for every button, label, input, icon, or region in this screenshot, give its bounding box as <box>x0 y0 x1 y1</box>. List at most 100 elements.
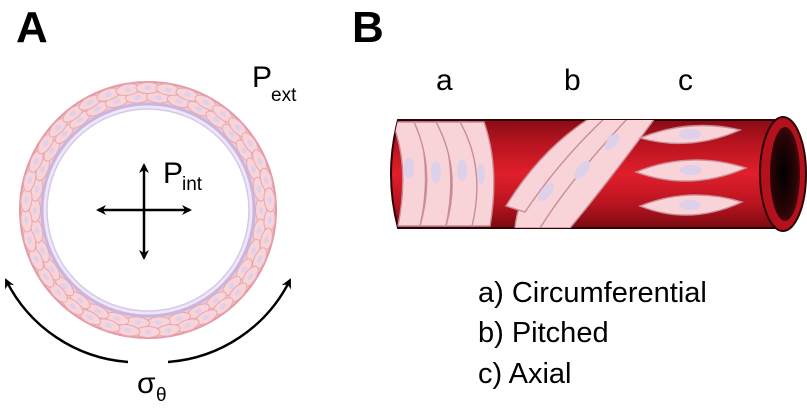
cell-nucleus <box>32 206 38 214</box>
cell-nucleus <box>105 323 112 328</box>
cell-nucleus <box>250 165 256 173</box>
cell-nucleus <box>55 289 62 296</box>
axial-cells <box>634 124 748 216</box>
sigma-theta-label: σ θ <box>137 367 167 406</box>
cell-nucleus <box>55 124 62 131</box>
cell-nucleus <box>154 320 162 325</box>
cell-nucleus <box>27 236 32 244</box>
orientation-label-c: c <box>678 64 693 97</box>
cell-nucleus <box>24 196 29 204</box>
cell-nucleus <box>40 165 46 173</box>
cell-nucleus <box>134 95 142 100</box>
svg-text:θ: θ <box>156 385 167 406</box>
cell-nucleus <box>34 185 40 193</box>
cell-nucleus <box>219 303 226 310</box>
orientation-label-b: b <box>564 64 581 97</box>
cell-nucleus <box>134 320 142 325</box>
cell-ring <box>20 82 276 338</box>
vessel-cross-section <box>19 81 277 339</box>
cell-nucleus <box>113 98 121 104</box>
cell-nucleus <box>86 314 94 320</box>
cell-nucleus <box>202 314 210 320</box>
cell-nucleus <box>49 147 55 154</box>
cell-nucleus <box>40 247 46 255</box>
cell-nucleus <box>105 92 112 97</box>
orientation-label-a: a <box>436 64 453 97</box>
cell-nucleus <box>228 130 235 137</box>
cell-nucleus <box>43 273 49 280</box>
cell-nucleus <box>247 273 253 280</box>
cell-nucleus <box>219 110 226 117</box>
cell-nucleus <box>24 216 29 224</box>
cell-nucleus <box>234 289 241 296</box>
panel-a-letter: A <box>16 3 48 52</box>
cell-nucleus <box>144 329 152 335</box>
cell-nucleus <box>257 255 263 263</box>
cell-nucleus <box>124 87 132 92</box>
cell-nucleus <box>213 117 220 123</box>
cell-nucleus <box>33 255 39 263</box>
hoop-stress-arrows <box>4 278 292 364</box>
panel-b-letter: B <box>352 3 384 52</box>
cell-nucleus <box>94 308 101 314</box>
cell-nucleus <box>34 227 40 235</box>
cell-nucleus <box>247 140 253 147</box>
cell-nucleus <box>154 95 162 100</box>
cell-nucleus <box>264 176 269 184</box>
vessel-tube <box>390 116 807 232</box>
cell-nucleus <box>175 316 183 322</box>
cell-nucleus <box>257 157 263 165</box>
cell-nucleus <box>144 85 152 91</box>
cell-nucleus <box>33 157 39 165</box>
pitched-cells <box>504 120 657 228</box>
svg-text:int: int <box>182 174 203 195</box>
cell-nucleus <box>195 106 202 112</box>
cell-nucleus <box>264 236 269 244</box>
cell-nucleus <box>228 283 235 290</box>
svg-text:P: P <box>252 61 272 94</box>
cell-nucleus <box>267 196 272 204</box>
cell-nucleus <box>43 140 49 147</box>
cell-nucleus <box>195 308 202 314</box>
cell-nucleus <box>184 92 191 97</box>
cell-nucleus <box>94 106 101 112</box>
internal-pressure-arrows <box>96 163 192 260</box>
cell-nucleus <box>184 323 191 328</box>
cell-nucleus <box>70 303 77 310</box>
p-int-label: P int <box>163 157 203 195</box>
cell-nucleus <box>213 297 220 303</box>
svg-text:P: P <box>163 157 183 190</box>
cell-nucleus <box>175 98 183 104</box>
cell-nucleus <box>61 130 68 137</box>
cell-nucleus <box>61 283 68 290</box>
cell-nucleus <box>258 206 264 214</box>
cell-nucleus <box>256 185 262 193</box>
cell-nucleus <box>256 227 262 235</box>
legend-item-pitched: b) Pitched <box>478 317 609 349</box>
cell-nucleus <box>70 110 77 117</box>
tube-lumen <box>770 127 800 221</box>
legend-item-axial: c) Axial <box>478 358 571 390</box>
cell-nucleus <box>113 316 121 322</box>
cell-nucleus <box>234 124 241 131</box>
p-ext-label: P ext <box>252 61 297 106</box>
cell-nucleus <box>202 100 210 106</box>
cell-nucleus <box>164 328 172 333</box>
cell-nucleus <box>27 176 32 184</box>
orientation-legend: a) Circumferential b) Pitched c) Axial <box>478 277 707 390</box>
cell-nucleus <box>241 266 247 273</box>
cell-nucleus <box>76 297 83 303</box>
cell-nucleus <box>250 247 256 255</box>
cell-nucleus <box>241 147 247 154</box>
cell-nucleus <box>124 328 132 333</box>
cell-nucleus <box>76 117 83 123</box>
cell-nucleus <box>164 87 172 92</box>
svg-text:ext: ext <box>271 85 297 106</box>
cell-nucleus <box>267 216 272 224</box>
svg-text:σ: σ <box>137 367 156 400</box>
cell-nucleus <box>86 100 94 106</box>
circumferential-cells <box>391 121 495 227</box>
cell-nucleus <box>49 266 55 273</box>
legend-item-circumferential: a) Circumferential <box>478 277 707 309</box>
